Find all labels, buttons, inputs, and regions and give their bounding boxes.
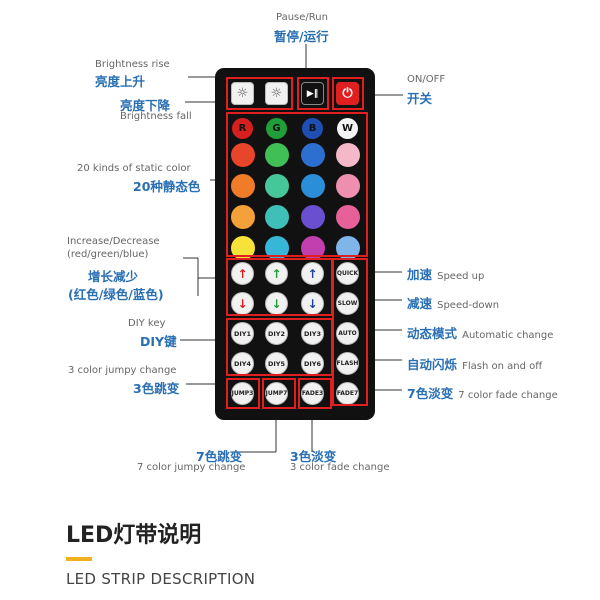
speed-up-label-en: Speed up	[437, 271, 485, 282]
arrow-up-icon: ↑	[271, 266, 282, 281]
arrow-down-icon: ↓	[307, 296, 318, 311]
brightness-fall-label-cn: 亮度下降	[120, 98, 171, 113]
jump3-label-en: 3 color jumpy change	[68, 365, 177, 376]
page-title: LED灯带说明	[66, 523, 202, 548]
jump7-button[interactable]: JUMP7	[265, 382, 288, 405]
mode-buttons-frame	[332, 258, 368, 406]
diy2-button[interactable]: DIY2	[265, 322, 288, 345]
brightness-down-button[interactable]: ☼	[265, 82, 288, 105]
brightness-fall-label-en: Brightness fall	[120, 111, 192, 122]
color-button-r[interactable]: R	[232, 118, 253, 139]
color-swatch-button[interactable]: #f4b8c8	[336, 143, 360, 167]
color-button-w[interactable]: W	[337, 118, 358, 139]
color-swatch-button[interactable]: #f07c2a	[231, 174, 255, 198]
fade3-label-en: 3 color fade change	[290, 462, 390, 473]
fade3-button[interactable]: FADE3	[301, 382, 324, 405]
flash-label-cn: 自动闪烁	[407, 357, 458, 372]
color-swatch-button[interactable]: #46c79a	[265, 174, 289, 198]
power-button[interactable]: ⏻	[336, 82, 359, 105]
pause-button-frame	[297, 77, 329, 110]
diy-key-label-en: DIY key	[128, 318, 166, 329]
pause-run-label-en: Pause/Run	[276, 12, 328, 23]
color-swatch-button[interactable]: #ef8fb0	[336, 174, 360, 198]
color-button-b[interactable]: B	[302, 118, 323, 139]
jump3-frame	[226, 378, 260, 409]
increase-decrease-label-cn: 增长减少	[88, 269, 139, 284]
color-swatch-button[interactable]: #f5a13a	[231, 205, 255, 229]
increase-decrease-sub-cn: (红色/绿色/蓝色)	[68, 287, 164, 302]
arrow-down-icon: ↓	[237, 296, 248, 311]
static-color-label-en: 20 kinds of static color	[77, 163, 191, 174]
diy1-button[interactable]: DIY1	[231, 322, 254, 345]
color-button-g[interactable]: G	[266, 118, 287, 139]
speed-up-label-cn: 加速	[407, 267, 433, 282]
brightness-buttons-frame	[226, 77, 293, 110]
color-swatch-button[interactable]: #3fbf55	[265, 143, 289, 167]
increase-decrease-sub-en: (red/green/blue)	[67, 249, 149, 260]
jump7-label-cn: 7色跳变	[196, 449, 243, 464]
fade7-label-cn: 7色淡变	[407, 386, 454, 401]
decrease-red-button[interactable]: ↓	[231, 292, 254, 315]
jump3-button[interactable]: JUMP3	[231, 382, 254, 405]
color-swatch-button[interactable]: #2a8ed8	[301, 174, 325, 198]
speed-down-label: 减速 Speed-down	[407, 293, 499, 312]
fade7-label-en: 7 color fade change	[458, 390, 558, 401]
diy-key-label-cn: DIY键	[140, 334, 177, 349]
color-swatch-button[interactable]: #e8452a	[231, 143, 255, 167]
pause-run-button[interactable]: ▶‖	[301, 82, 324, 105]
color-swatch-button[interactable]: #2d6fd0	[301, 143, 325, 167]
power-button-frame	[332, 77, 364, 110]
jump3-label-cn: 3色跳变	[133, 381, 180, 396]
fade3-frame	[298, 378, 332, 409]
color-swatch-button[interactable]: #e7609a	[336, 205, 360, 229]
brightness-up-button[interactable]: ☼	[231, 82, 254, 105]
quick-button[interactable]: QUICK	[336, 262, 359, 285]
auto-change-label-en: Automatic change	[462, 330, 554, 341]
brightness-rise-label-en: Brightness rise	[95, 59, 170, 70]
color-swatch-button[interactable]: #3ec0b8	[265, 205, 289, 229]
flash-label: 自动闪烁 Flash on and off	[407, 354, 542, 373]
arrow-up-icon: ↑	[307, 266, 318, 281]
fade3-label-cn: 3色淡变	[290, 449, 337, 464]
jump7-label-en: 7 color jumpy change	[137, 462, 246, 473]
flash-label-en: Flash on and off	[462, 361, 543, 372]
title-accent-bar	[66, 557, 92, 561]
speed-down-label-en: Speed-down	[437, 300, 500, 311]
increase-green-button[interactable]: ↑	[265, 262, 288, 285]
fade7-label: 7色淡变 7 color fade change	[407, 383, 558, 402]
increase-decrease-label-en: Increase/Decrease	[67, 236, 160, 247]
sun-icon: ☼	[236, 86, 249, 101]
auto-button[interactable]: AUTO	[336, 322, 359, 345]
speed-down-label-cn: 减速	[407, 296, 433, 311]
play-pause-icon: ▶‖	[306, 88, 319, 99]
fade7-button[interactable]: FADE7	[336, 382, 359, 405]
slow-button[interactable]: SLOW	[336, 292, 359, 315]
power-icon: ⏻	[342, 86, 353, 101]
on-off-label-cn: 开关	[407, 91, 433, 106]
page-subtitle: LED STRIP DESCRIPTION	[66, 570, 256, 588]
rgb-adjust-frame	[226, 258, 333, 316]
auto-change-label-cn: 动态模式	[407, 326, 458, 341]
increase-red-button[interactable]: ↑	[231, 262, 254, 285]
diy-buttons-frame	[226, 318, 333, 376]
arrow-down-icon: ↓	[271, 296, 282, 311]
sun-small-icon: ☼	[270, 86, 283, 101]
brightness-rise-label-cn: 亮度上升	[95, 74, 146, 89]
pause-run-label-cn: 暂停/运行	[274, 29, 329, 44]
diy3-button[interactable]: DIY3	[301, 322, 324, 345]
flash-button[interactable]: FLASH	[336, 352, 359, 375]
arrow-up-icon: ↑	[237, 266, 248, 281]
on-off-label-en: ON/OFF	[407, 74, 446, 85]
color-swatch-button[interactable]: #6a4fd0	[301, 205, 325, 229]
jump7-frame	[262, 378, 296, 409]
static-color-frame	[226, 112, 368, 257]
diy5-button[interactable]: DIY5	[265, 352, 288, 375]
speed-up-label: 加速 Speed up	[407, 264, 484, 283]
auto-change-label: 动态模式 Automatic change	[407, 323, 553, 342]
static-color-label-cn: 20种静态色	[133, 179, 201, 194]
increase-blue-button[interactable]: ↑	[301, 262, 324, 285]
